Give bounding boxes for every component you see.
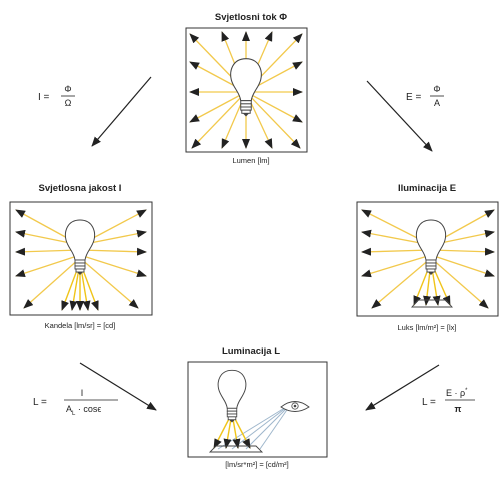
formula-illuminance: E = Φ A xyxy=(406,84,444,108)
svg-text:Ω: Ω xyxy=(65,98,72,108)
svg-text:L =: L = xyxy=(33,397,47,408)
arrow-left-to-bottom xyxy=(79,362,157,411)
bottom-panel-frame xyxy=(187,361,328,458)
svg-text:I =: I = xyxy=(38,92,50,103)
svg-text:π: π xyxy=(455,404,462,414)
eye-icon xyxy=(280,401,310,412)
svg-text:A: A xyxy=(434,98,440,108)
right-panel-caption: Luks [lm/m²] = [lx] xyxy=(398,323,457,332)
arrow-top-to-left xyxy=(91,76,152,147)
formula-intensity: I = Φ Ω xyxy=(38,84,75,108)
svg-text:AL · cosϵ: AL · cosϵ xyxy=(66,404,101,417)
formula-luminance-intensity: L = I AL · cosϵ xyxy=(33,388,118,417)
top-panel-caption: Lumen [lm] xyxy=(232,156,269,165)
arrow-right-to-bottom xyxy=(365,364,440,411)
bottom-panel-title: Luminacija L xyxy=(222,346,280,357)
svg-text:Φ: Φ xyxy=(64,84,71,94)
svg-text:I: I xyxy=(81,388,84,398)
svg-text:E · ρ*: E · ρ* xyxy=(446,388,468,398)
left-panel-caption: Kandela [lm/sr] = [cd] xyxy=(45,321,116,330)
svg-text:Φ: Φ xyxy=(433,84,440,94)
formula-luminance-illuminance: L = E · ρ* π xyxy=(422,388,475,414)
left-panel-title: Svjetlosna jakost I xyxy=(39,183,122,194)
bottom-panel-caption: [lm/sr*m²] = [cd/m²] xyxy=(225,460,289,469)
right-panel-title: Iluminacija E xyxy=(398,183,456,194)
svg-text:E =: E = xyxy=(406,92,421,103)
arrow-top-to-right xyxy=(366,80,433,152)
svg-text:L =: L = xyxy=(422,397,436,408)
luminous-surface xyxy=(208,445,264,453)
top-panel-title: Svjetlosni tok Φ xyxy=(215,12,287,23)
illuminated-surface xyxy=(411,299,453,308)
